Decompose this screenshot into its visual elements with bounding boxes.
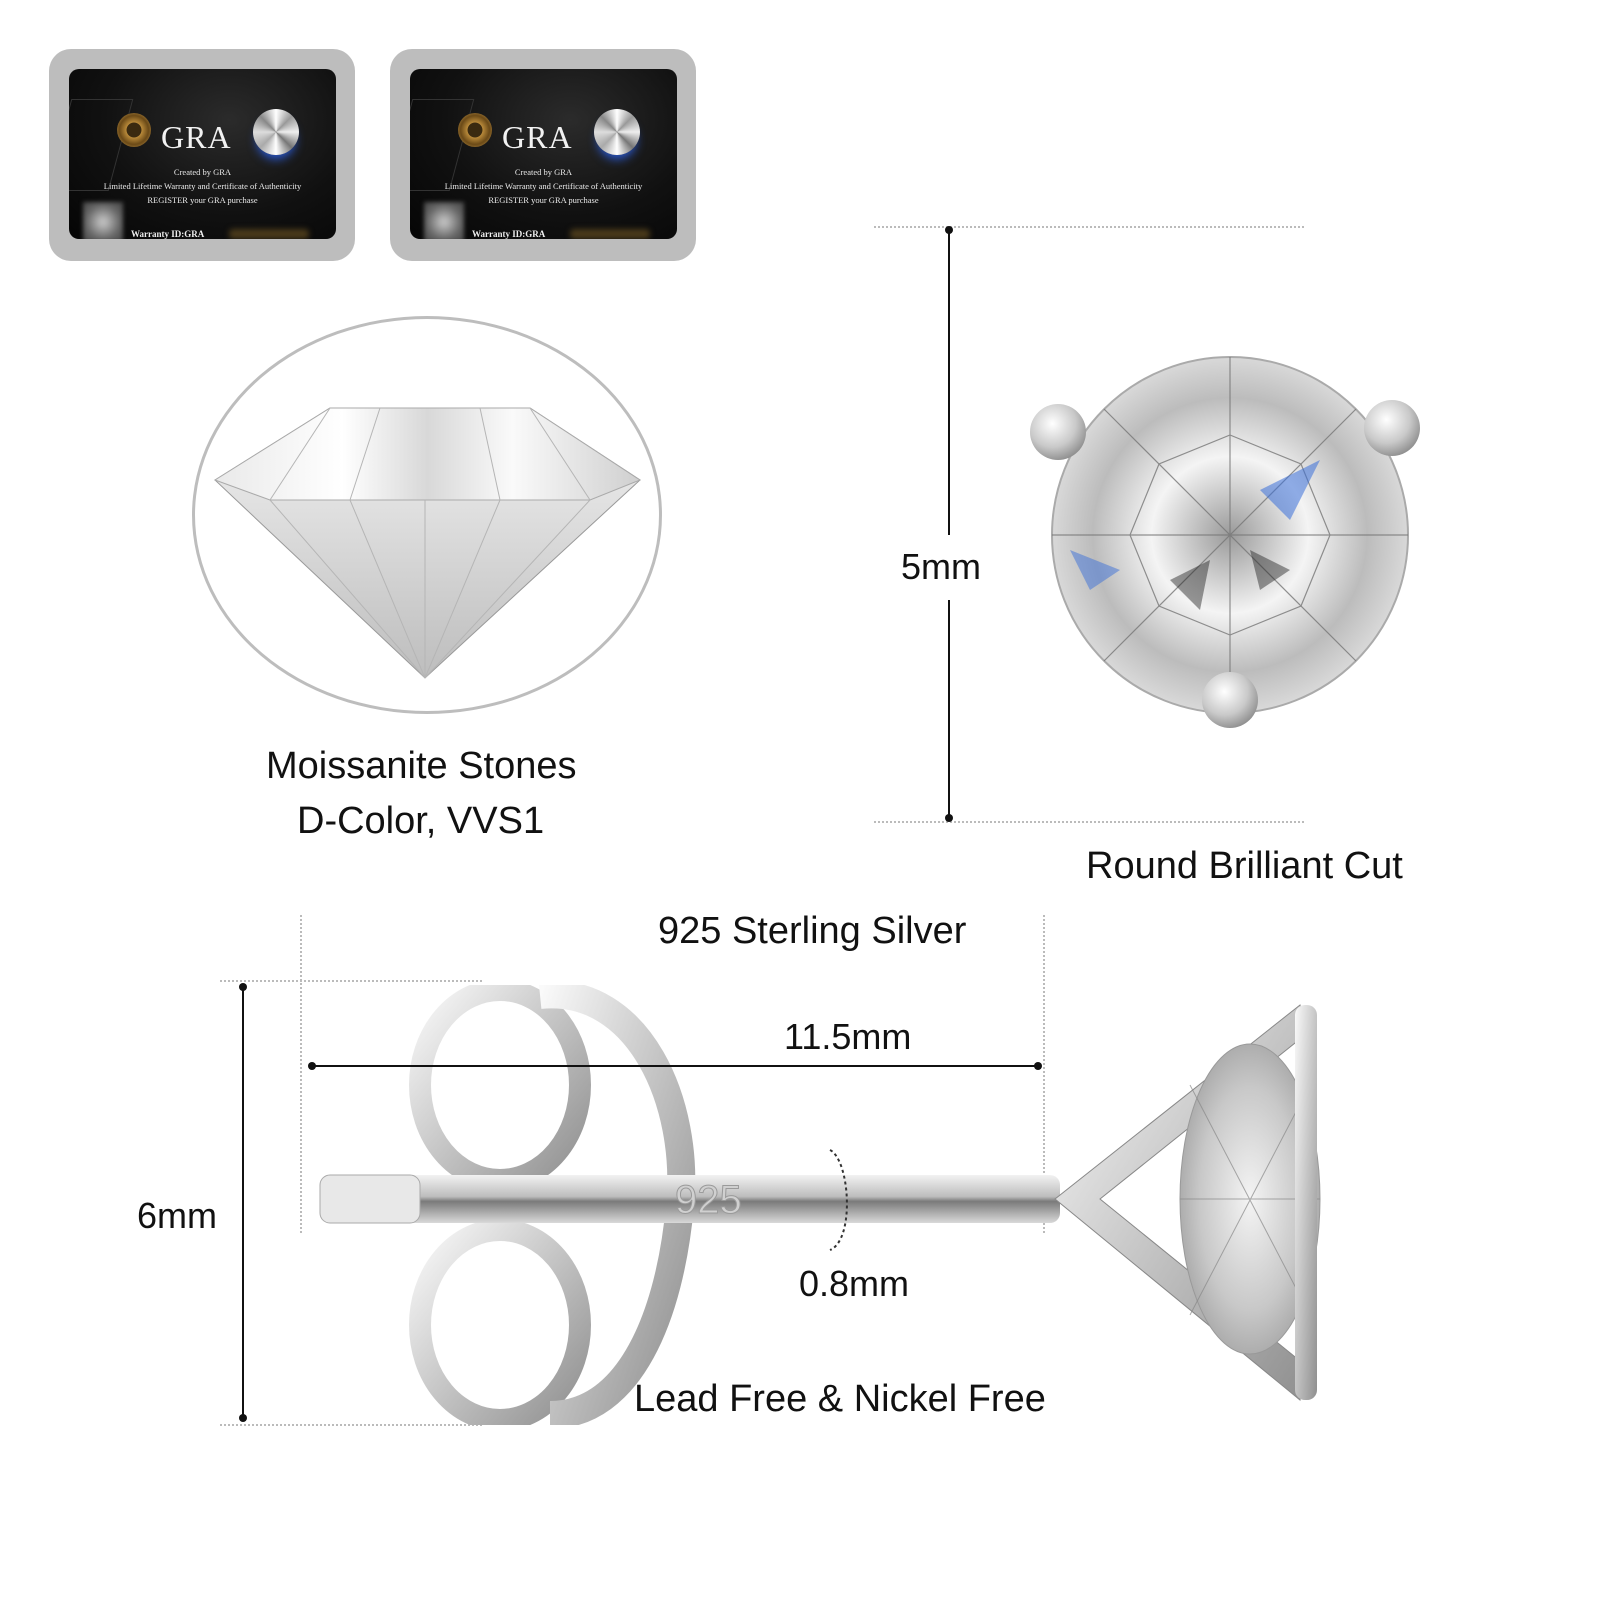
diamond-icon <box>594 109 640 155</box>
certificate-brand: GRA <box>502 119 573 155</box>
certificate-line-2: Limited Lifetime Warranty and Certificat… <box>103 181 302 191</box>
stamp-925: 925 <box>675 1178 742 1222</box>
dimension-endpoint <box>945 814 953 822</box>
guide-line-bottom <box>874 821 1304 823</box>
earring-side-view: 925 <box>319 985 1321 1425</box>
stone-title: Moissanite Stones <box>266 745 577 787</box>
post-thickness-label: 0.8mm <box>799 1263 910 1304</box>
material-label: 925 Sterling Silver <box>658 910 967 952</box>
diameter-label: 5mm <box>901 546 981 587</box>
height-label: 6mm <box>137 1195 217 1236</box>
moissanite-stone-image <box>213 407 642 679</box>
warranty-id-label: Warranty ID:GRA <box>131 229 205 239</box>
diameter-dimension-line <box>948 600 950 818</box>
guide-line-bottom <box>220 1424 482 1426</box>
warranty-id-blurred <box>570 229 650 239</box>
warranty-id-blurred <box>229 229 309 239</box>
qr-code-blurred <box>424 202 464 239</box>
round-brilliant-stud-top-view <box>1030 356 1420 728</box>
certificate-brand: GRA <box>161 119 232 155</box>
cut-label: Round Brilliant Cut <box>1086 845 1403 887</box>
dimension-endpoint <box>1034 1062 1042 1070</box>
gra-seal-icon <box>458 113 492 147</box>
certificate-line-2: Limited Lifetime Warranty and Certificat… <box>444 181 643 191</box>
diamond-icon <box>253 109 299 155</box>
stone-subtitle: D-Color, VVS1 <box>297 800 545 842</box>
diamond-outline-decoration <box>69 99 134 191</box>
diamond-outline-decoration <box>410 99 475 191</box>
warranty-id-label: Warranty ID:GRA <box>472 229 546 239</box>
certificate-card-1: GRA Created by GRA Limited Lifetime Warr… <box>49 49 355 261</box>
certificate-line-3: REGISTER your GRA purchase <box>147 195 258 205</box>
certificate-line-1: Created by GRA <box>173 167 232 177</box>
certificate-card-2: GRA Created by GRA Limited Lifetime Warr… <box>390 49 696 261</box>
length-dimension-line <box>312 1065 1038 1067</box>
diameter-dimension-line <box>948 230 950 535</box>
guide-line-left <box>300 915 302 1233</box>
guide-line-right <box>1043 915 1045 1233</box>
guide-line-top <box>220 980 482 982</box>
qr-code-blurred <box>83 202 123 239</box>
dimension-endpoint <box>239 1414 247 1422</box>
guide-line-top <box>874 226 1304 228</box>
certificate-line-1: Created by GRA <box>514 167 573 177</box>
gra-seal-icon <box>117 113 151 147</box>
certificate-line-3: REGISTER your GRA purchase <box>488 195 599 205</box>
height-dimension-line <box>242 987 244 1418</box>
safety-label: Lead Free & Nickel Free <box>634 1378 1046 1420</box>
length-label: 11.5mm <box>784 1016 912 1057</box>
